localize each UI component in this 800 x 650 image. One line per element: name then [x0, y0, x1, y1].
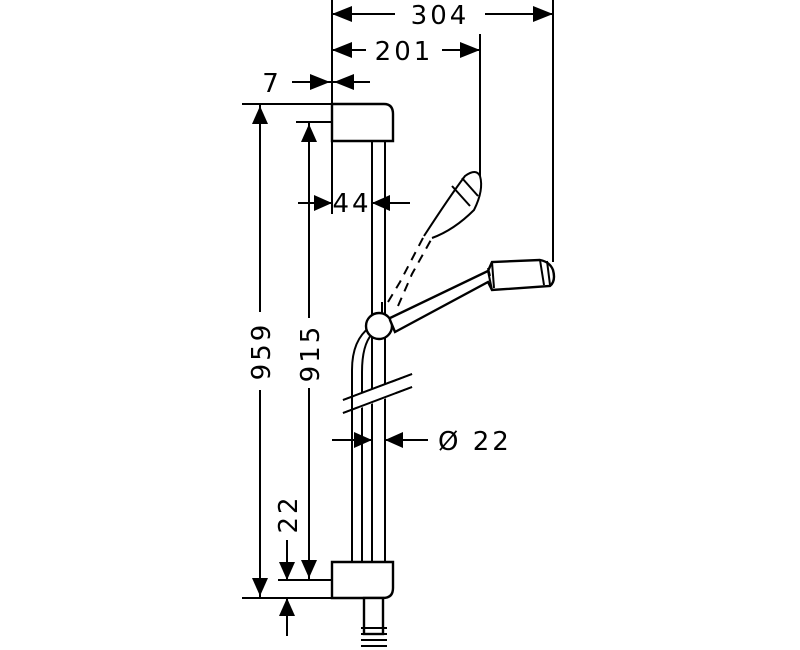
dim-rail-diameter: Ø 22	[332, 427, 512, 457]
dim-overall-height: 959	[242, 103, 332, 599]
dim-label-304: 304	[411, 1, 470, 31]
bottom-wall-bracket	[330, 560, 395, 600]
arrow-down	[279, 562, 295, 580]
arrow-right	[460, 42, 480, 58]
dim-label-7: 7	[262, 69, 282, 99]
dim-label-diameter: Ø 22	[438, 427, 512, 457]
dim-rail-length: 915	[278, 121, 332, 581]
arrow-left	[332, 6, 352, 22]
arrow-left	[334, 74, 354, 90]
arrow-right	[533, 6, 553, 22]
arrow-right	[310, 74, 330, 90]
dim-bracket-offset: 7	[262, 69, 370, 104]
arrow-up	[279, 598, 295, 616]
arrow-up	[301, 124, 317, 142]
shower-rail	[371, 140, 386, 562]
arrow-down	[301, 560, 317, 578]
dim-label-22-offset: 22	[274, 494, 304, 533]
hand-shower	[388, 258, 556, 334]
dim-hand-shower-reach: 201	[332, 34, 481, 176]
top-wall-bracket	[330, 102, 395, 143]
arrow-left	[332, 42, 352, 58]
arrow-up	[252, 106, 268, 124]
dim-label-915: 915	[296, 324, 326, 383]
arrow-left	[385, 432, 403, 448]
break-lines	[342, 373, 413, 414]
dim-label-44: 44	[332, 189, 371, 219]
dim-bottom-offset: 22	[274, 494, 304, 636]
dim-label-959: 959	[247, 322, 277, 381]
dim-rail-spacing: 44	[298, 141, 410, 219]
arrow-down	[252, 578, 268, 596]
arrow-left	[372, 195, 390, 211]
dim-label-201: 201	[375, 37, 434, 67]
arrow-right	[354, 432, 372, 448]
hose-connector	[361, 596, 387, 647]
arrow-right	[314, 195, 332, 211]
slider-holder	[364, 302, 394, 341]
